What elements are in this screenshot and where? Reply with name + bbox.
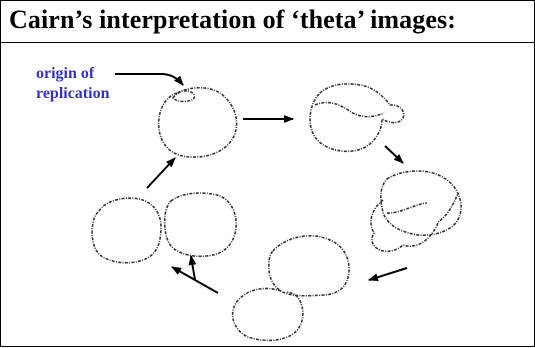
arrow-stage3-to-stage4 <box>369 268 407 280</box>
arrow-stage4-to-stage5-branch <box>191 256 195 280</box>
stage-4-separating <box>233 236 349 341</box>
origin-pointer-arrow <box>115 74 183 85</box>
stage-1-circle <box>159 88 237 157</box>
stage-2-bubble <box>310 84 404 151</box>
arrow-stage5-to-stage1 <box>147 158 175 188</box>
arrow-stage2-to-stage3 <box>385 146 403 163</box>
stage-5-daughter-circles <box>92 193 236 263</box>
stage-3-theta <box>371 171 461 251</box>
